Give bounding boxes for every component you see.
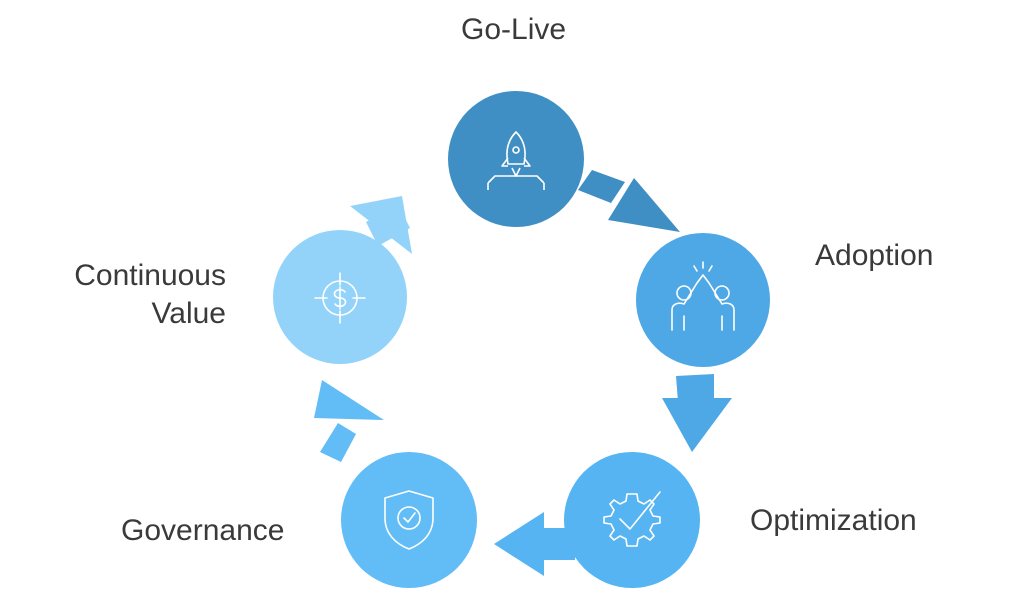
label-go-live: Go-Live — [461, 13, 567, 46]
stage-circle-adoption — [636, 233, 770, 367]
high-five-icon — [671, 261, 735, 331]
gear-check-icon — [603, 491, 661, 547]
label-continuous-value: Continuous Value — [20, 257, 226, 333]
stage-go-live — [448, 91, 584, 227]
label-optimization: Optimization — [750, 504, 917, 537]
dollar-target-icon — [314, 272, 366, 324]
stage-circle-go-live — [448, 91, 584, 227]
label-continuous-value-line2: Value — [151, 297, 226, 330]
arrow-golive-to-adoption — [578, 170, 680, 232]
stage-adoption — [636, 233, 770, 367]
stage-continuous-value — [273, 230, 407, 364]
stage-governance — [341, 452, 477, 588]
arrow-governance-to-continuous — [314, 380, 384, 462]
shield-check-icon — [384, 490, 434, 550]
arrow-optimization-to-governance — [494, 512, 575, 576]
label-continuous-value-line1: Continuous — [74, 259, 226, 292]
arrow-adoption-to-optimization — [662, 374, 732, 452]
stage-optimization — [564, 452, 700, 588]
label-adoption: Adoption — [815, 239, 934, 272]
rocket-launch-icon — [487, 131, 545, 190]
stage-circle-optimization — [564, 452, 700, 588]
label-governance: Governance — [121, 514, 285, 547]
arrow-continuous-to-golive — [350, 196, 412, 254]
